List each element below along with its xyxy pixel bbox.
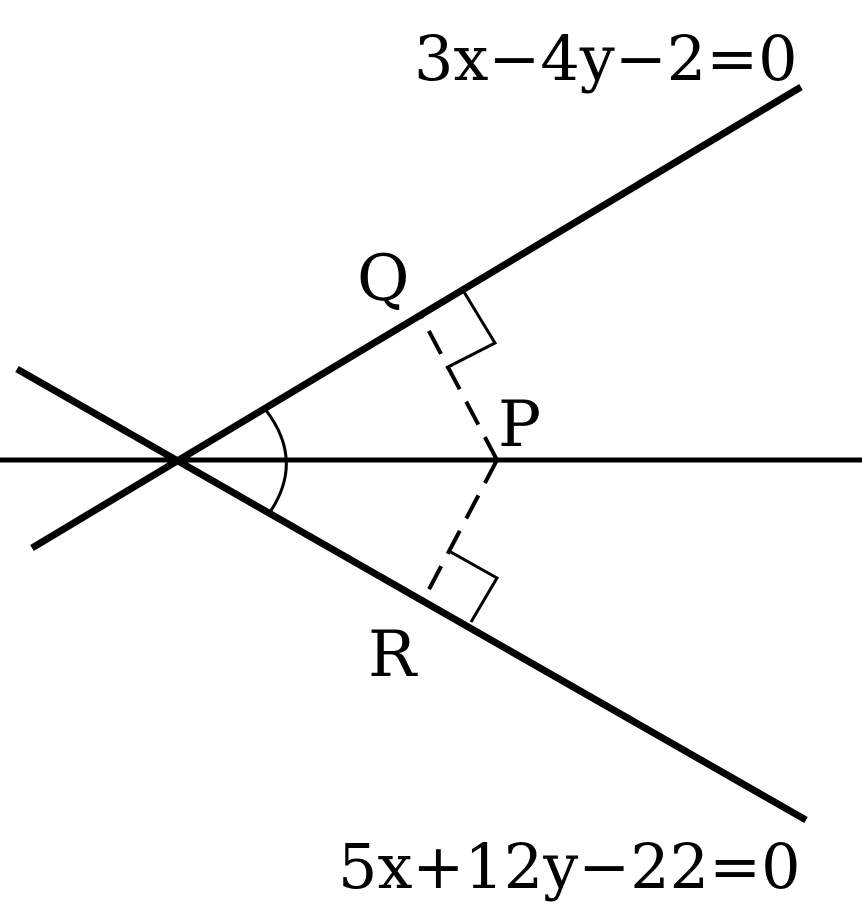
point-r-label: R [368,618,418,692]
upper-line [30,83,803,552]
lower-line [15,365,808,824]
angle-arc [263,408,288,513]
point-p-label: P [498,388,541,462]
equation-top-label: 3x−4y−2=0 [414,22,798,95]
perpendicular-pq [419,315,499,461]
right-angle-mark-r [448,549,500,623]
equation-bottom-label: 5x+12y−22=0 [338,830,801,903]
right-angle-mark-q [445,291,498,370]
point-q-label: Q [357,242,409,316]
perpendicular-pr [423,459,499,598]
